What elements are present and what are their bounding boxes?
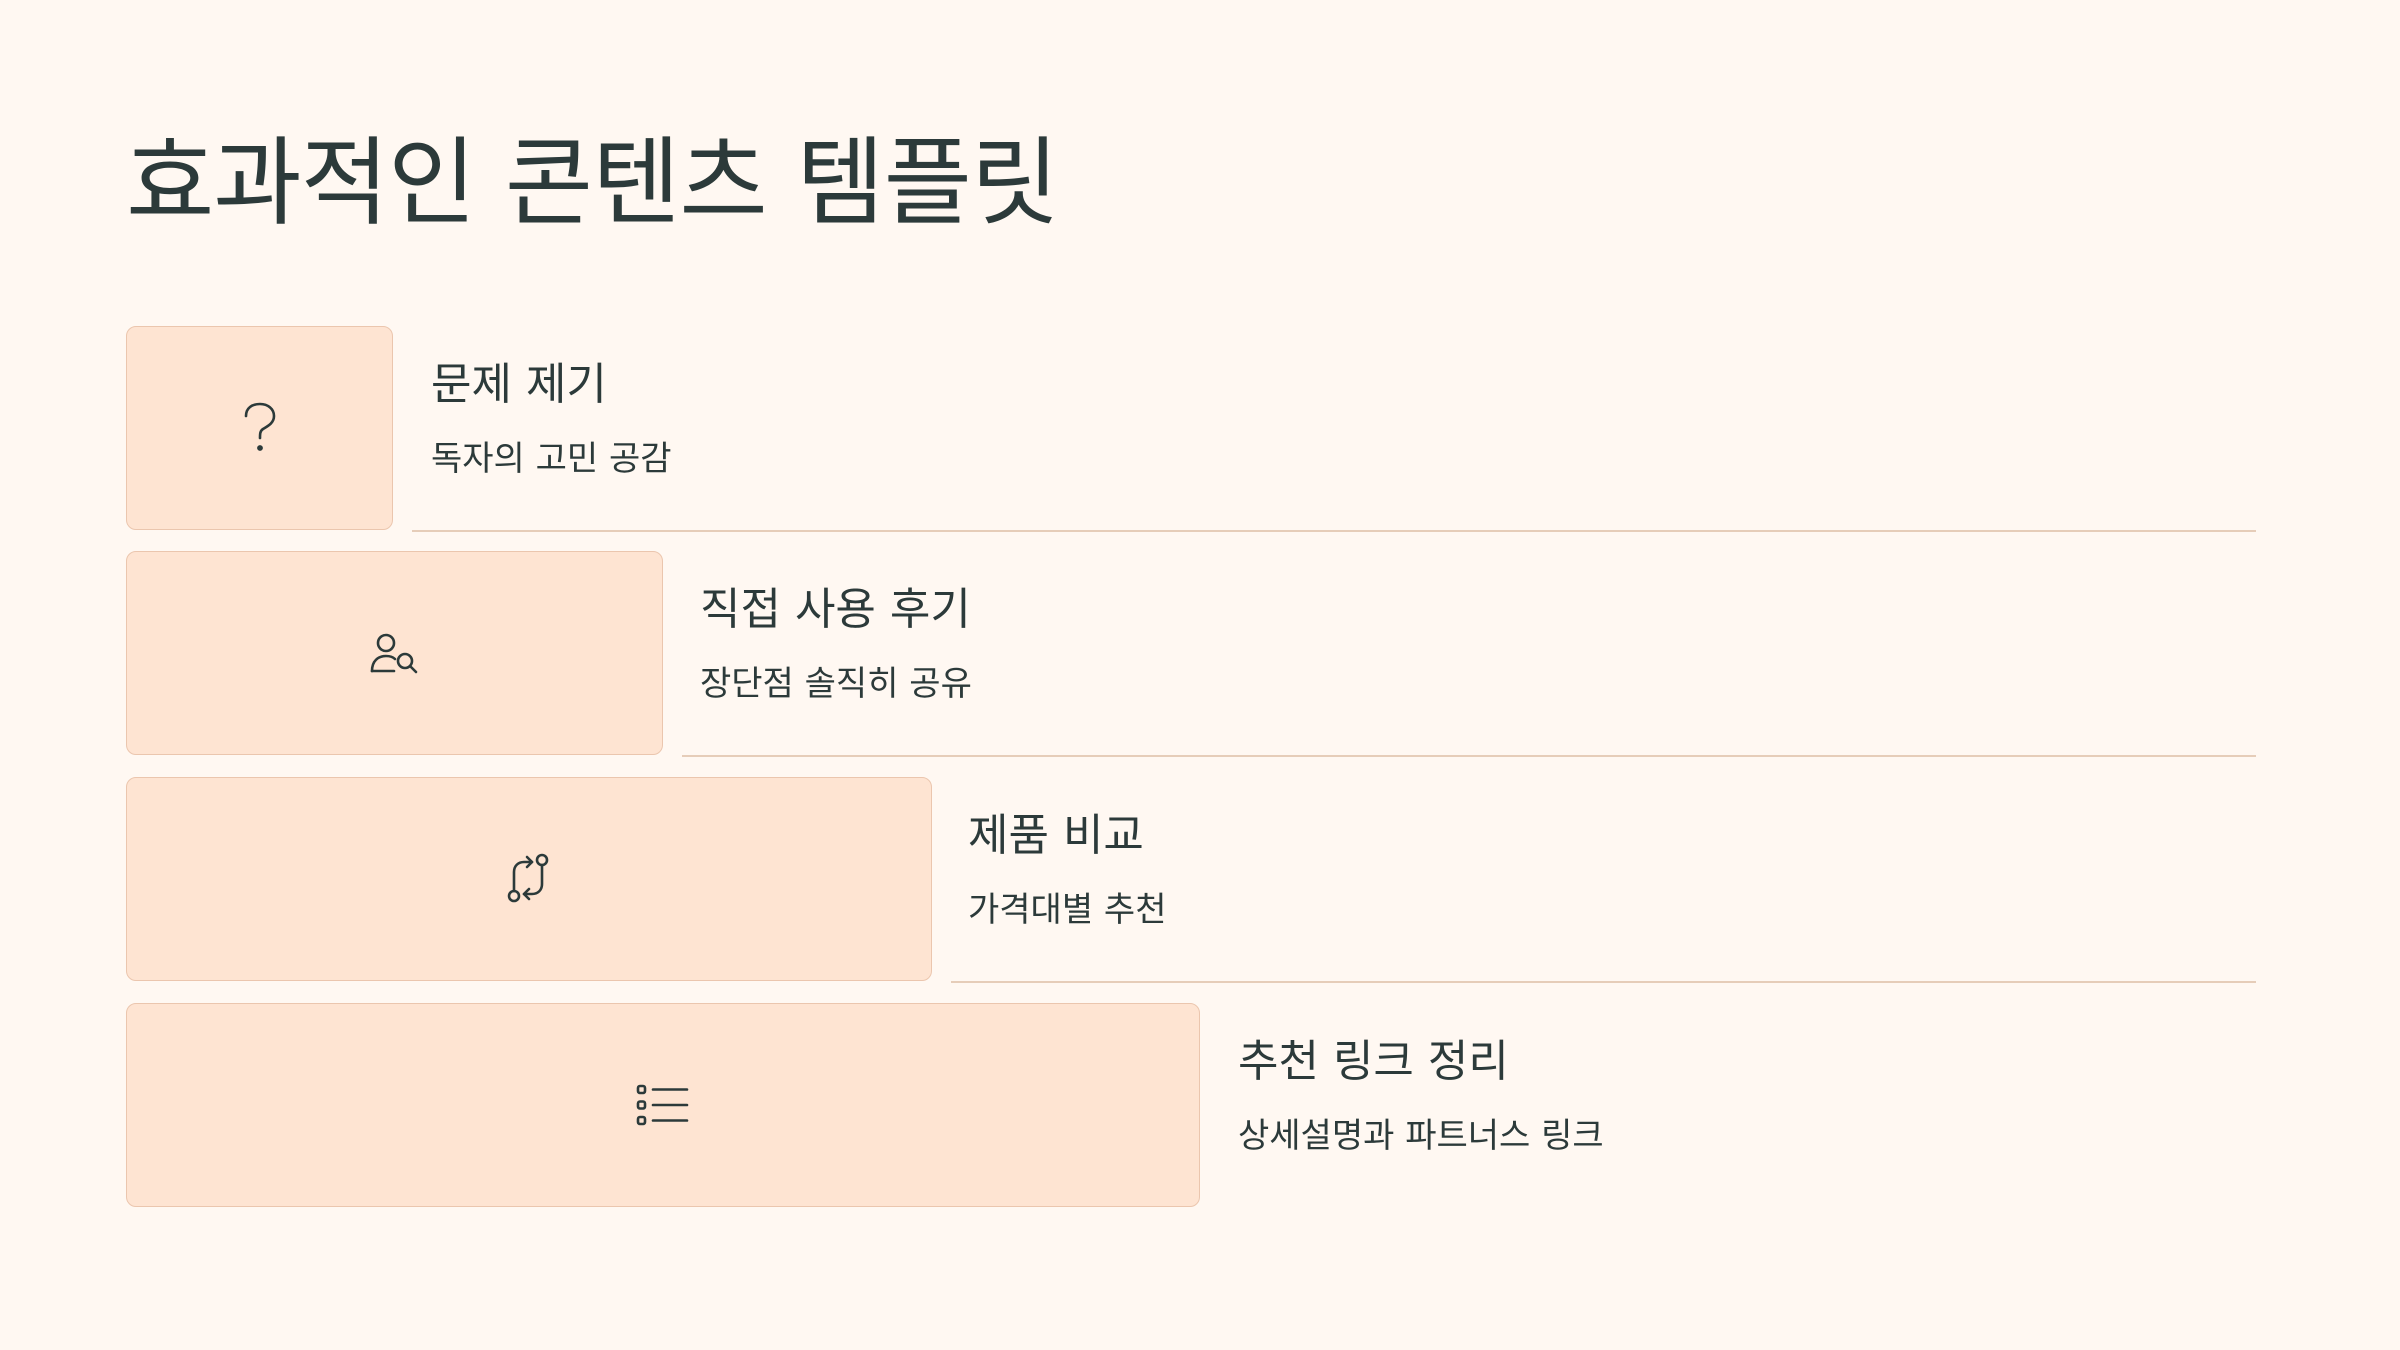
step-description: 가격대별 추천 (968, 890, 1167, 930)
step-icon-box (126, 777, 932, 981)
step-title: 직접 사용 후기 (700, 584, 971, 635)
step-divider (951, 981, 2256, 983)
step-icon-box (126, 551, 663, 755)
step-title: 문제 제기 (431, 359, 607, 410)
step-title: 추천 링크 정리 (1238, 1036, 1509, 1087)
step-icon-box (126, 1003, 1200, 1207)
list-icon (636, 1083, 690, 1127)
step-divider (682, 755, 2256, 757)
step-description: 상세설명과 파트너스 링크 (1238, 1116, 1604, 1156)
step-icon-box (126, 326, 393, 530)
compare-arrows-icon (502, 852, 556, 906)
step-description: 독자의 고민 공감 (431, 439, 672, 479)
user-search-icon (369, 631, 421, 675)
step-title: 제품 비교 (968, 810, 1144, 861)
page-title: 효과적인 콘텐츠 템플릿 (126, 127, 1059, 239)
step-divider (412, 530, 2256, 532)
step-description: 장단점 솔직히 공유 (700, 664, 972, 704)
question-mark-icon (240, 402, 280, 454)
